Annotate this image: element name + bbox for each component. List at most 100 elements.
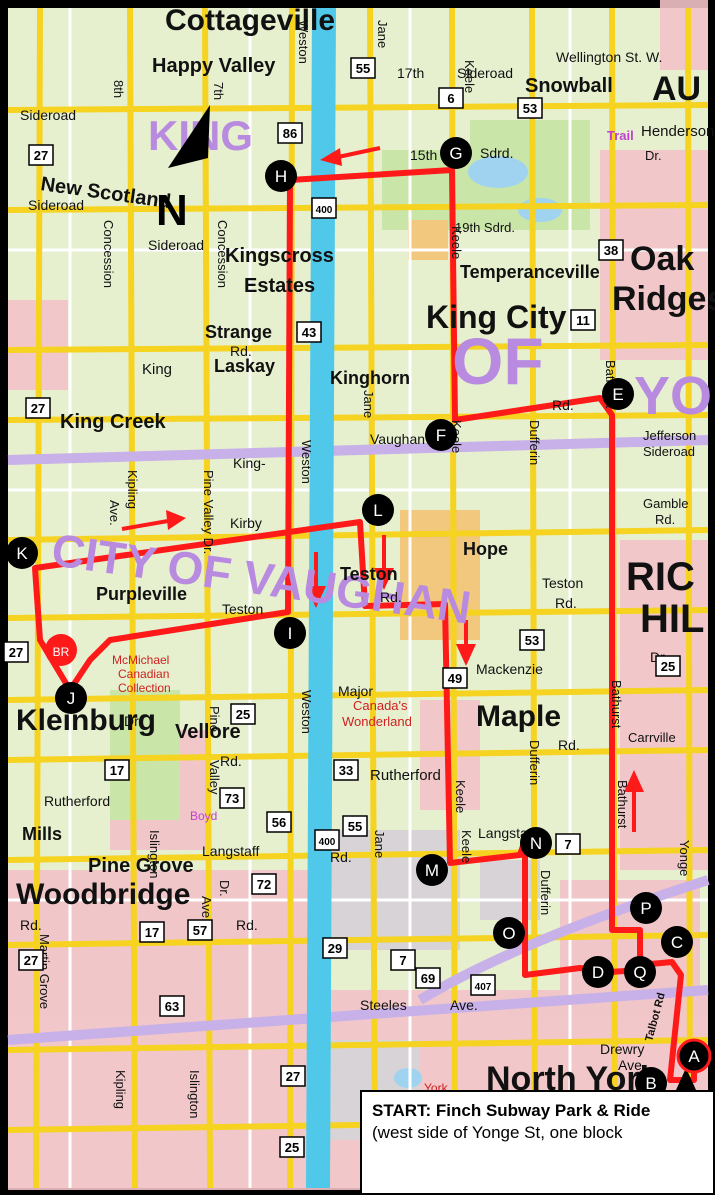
waypoint-l: L <box>362 494 394 526</box>
waypoint-j: J <box>55 682 87 714</box>
map-label: Islington <box>147 830 162 878</box>
map-label: Concession <box>101 220 116 288</box>
map-label: Kipling <box>125 470 140 509</box>
svg-text:F: F <box>436 426 446 445</box>
map-label: Mackenzie <box>476 661 543 677</box>
map-label: Collection <box>118 681 171 695</box>
map-label: Dufferin <box>527 740 542 785</box>
svg-text:N: N <box>530 834 542 853</box>
svg-text:407: 407 <box>475 982 492 993</box>
svg-text:Q: Q <box>633 963 646 982</box>
route-arrows <box>121 146 644 832</box>
highway-shield: 25 <box>655 655 681 677</box>
map-label: Vellore <box>175 721 241 743</box>
map-label: King Creek <box>60 411 166 433</box>
svg-text:27: 27 <box>9 645 23 660</box>
highway-shield: 27 <box>280 1065 306 1087</box>
map-label: Teston <box>340 564 398 584</box>
svg-text:B: B <box>645 1074 656 1093</box>
svg-text:72: 72 <box>257 877 271 892</box>
map-label: Kirby <box>230 515 262 531</box>
highway-shield: 27 <box>3 641 29 663</box>
map-label: Sideroad <box>148 237 204 253</box>
map-label: HIL <box>640 597 704 641</box>
svg-text:G: G <box>449 144 462 163</box>
map-label: Teston <box>542 575 583 591</box>
svg-text:69: 69 <box>421 971 435 986</box>
highway-shield: 7 <box>555 833 581 855</box>
waypoint-a: A <box>676 1038 712 1074</box>
svg-text:7: 7 <box>399 953 406 968</box>
map-label: Temperanceville <box>460 262 600 282</box>
map-label: Laskay <box>214 356 275 376</box>
map-label: Martin Grove <box>37 934 52 1009</box>
highway-shield: 27 <box>25 397 51 419</box>
map-label: Jane <box>375 20 390 48</box>
waypoint-d: D <box>582 956 614 988</box>
map-label: Snowball <box>525 75 613 97</box>
map-label: Steeles <box>360 997 407 1013</box>
svg-text:P: P <box>640 899 651 918</box>
highway-shield: 69 <box>415 967 441 989</box>
map-label: Bathurst <box>615 780 630 829</box>
map-label: Sideroad <box>20 107 76 123</box>
map-label: Drewry <box>600 1041 644 1057</box>
map-label: Valley <box>207 760 222 795</box>
waypoint-h: H <box>265 160 297 192</box>
svg-text:7: 7 <box>564 837 571 852</box>
svg-text:27: 27 <box>31 401 45 416</box>
north-arrow: N <box>156 105 210 235</box>
map-label: Rd. <box>558 737 580 753</box>
highway-shield: 27 <box>18 949 44 971</box>
map-label: Dr. <box>124 713 142 729</box>
svg-text:53: 53 <box>523 101 537 116</box>
map-label: Weston <box>296 20 311 64</box>
highway-shield: 25 <box>230 703 256 725</box>
map-label: Ave. <box>450 997 478 1013</box>
map-label: Ridges <box>612 280 715 318</box>
waypoint-o: O <box>493 917 525 949</box>
highway-shield: 53 <box>517 97 543 119</box>
svg-text:43: 43 <box>302 325 316 340</box>
map-label: Rd. <box>655 512 675 527</box>
map-label: Rd. <box>555 595 577 611</box>
map-label: Keele <box>459 830 474 863</box>
map-label: Rd. <box>20 917 42 933</box>
map-label: Oak <box>630 240 694 278</box>
map-label: Kleinburg <box>16 704 156 737</box>
highway-shield: 29 <box>322 937 348 959</box>
highway-shield: 86 <box>277 122 303 144</box>
highway-shield: 38 <box>598 239 624 261</box>
svg-text:27: 27 <box>286 1069 300 1084</box>
map-label: Jane <box>372 830 387 858</box>
map-label: Strange <box>205 322 272 342</box>
map-label: Pine Valley Dr. <box>201 470 216 554</box>
map-label: Dufferin <box>527 420 542 465</box>
map-label: Carrville <box>628 730 676 745</box>
highway-shield: 7 <box>390 949 416 971</box>
map-label: Maple <box>476 700 561 733</box>
map-label: Rd. <box>380 589 402 605</box>
svg-text:25: 25 <box>285 1140 299 1155</box>
map-label: Pine <box>207 706 222 732</box>
map-label: Jefferson <box>643 428 696 443</box>
waypoint-n: N <box>520 827 552 859</box>
map-label: Canada's <box>353 698 408 713</box>
map-label: Hope <box>463 539 508 559</box>
map-label: Weston <box>299 440 314 484</box>
map-label: Dr. <box>217 880 232 897</box>
map-label: Dufferin <box>538 870 553 915</box>
svg-text:56: 56 <box>272 815 286 830</box>
highway-shield: 27 <box>28 144 54 166</box>
svg-text:6: 6 <box>447 91 454 106</box>
svg-text:400: 400 <box>319 837 336 848</box>
waypoint-g: G <box>440 137 472 169</box>
map-label: Ave. <box>107 500 122 526</box>
map-label: Kinghorn <box>330 368 410 388</box>
map-label: King <box>142 361 172 378</box>
map-label: Sideroad <box>643 444 695 459</box>
svg-text:86: 86 <box>283 126 297 141</box>
highway-shield: 43 <box>296 321 322 343</box>
map-label: Jane <box>361 390 376 418</box>
